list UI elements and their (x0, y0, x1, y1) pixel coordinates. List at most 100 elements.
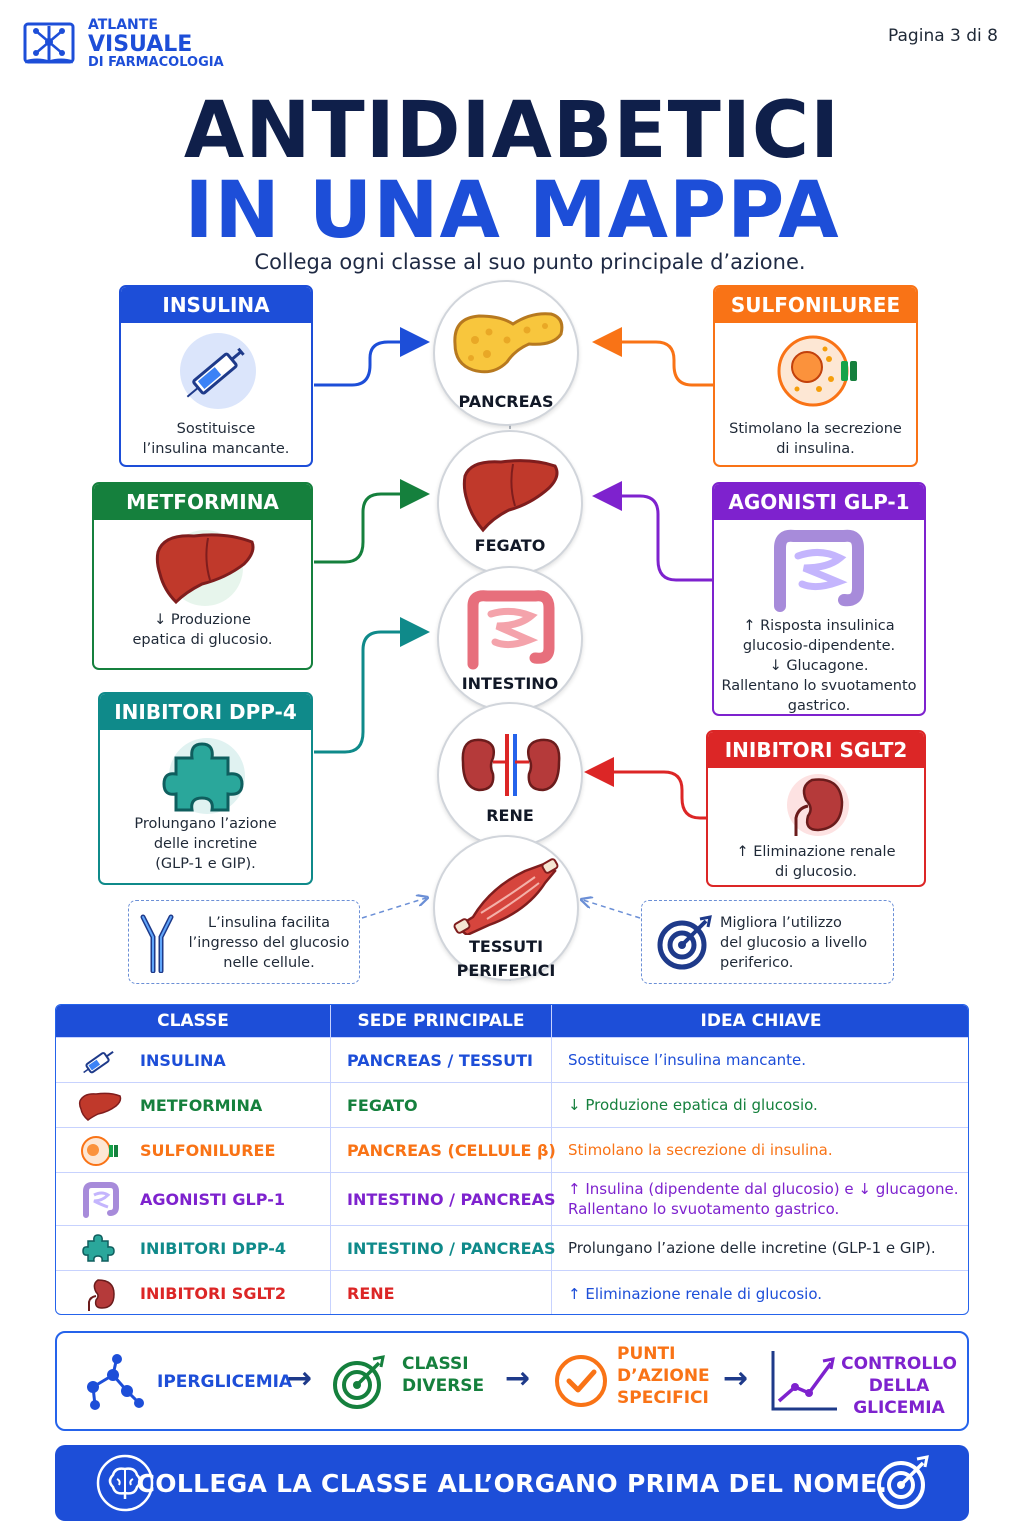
card-sulfoniluree: SULFONILUREE Stimolano la secrezione di … (713, 285, 918, 467)
page-title-line-2: IN UNA MAPPA (184, 166, 840, 256)
note-left-line-3: nelle cellule. (223, 955, 315, 971)
table-cell-classe: INSULINA (140, 1050, 226, 1070)
note-left-line-1: L’insulina facilita (207, 915, 330, 931)
page-title-line-1: ANTIDIABETICI (183, 86, 841, 176)
card-text-sulfoniluree-1: Stimolano la secrezione (729, 421, 902, 437)
puzzle-icon (82, 1234, 115, 1262)
table-cell-idea: ↓ Produzione epatica di glucosio. (568, 1096, 818, 1114)
receptor-icon (140, 914, 174, 973)
flow-step-controllo-2: DELLA GLICEMIA (853, 1376, 945, 1418)
card-text-sulfoniluree-2: di insulina. (776, 441, 855, 457)
table-row: INSULINA PANCREAS / TESSUTI Sostituisce … (56, 1037, 968, 1082)
muscle-icon (453, 858, 559, 935)
kidney-icon (88, 1279, 115, 1311)
check-circle-icon (555, 1355, 607, 1407)
card-text-glp1-2: glucosio-dipendente. (742, 638, 896, 654)
card-text-glp1-3: ↓ Glucagone. (769, 658, 869, 674)
table-cell-classe: AGONISTI GLP-1 (140, 1189, 285, 1209)
card-text-insulina-1: Sostituisce (176, 421, 256, 437)
table-cell-idea: Stimolano la secrezione di insulina. (568, 1141, 833, 1159)
intestine-icon (83, 1182, 119, 1218)
table-cell-sede: INTESTINO / PANCREAS (347, 1189, 556, 1209)
card-agonisti-glp1: AGONISTI GLP-1 ↑ Risposta insulinica glu… (712, 482, 926, 716)
syringe-icon (180, 333, 256, 409)
flow-step-controllo-1: CONTROLLO (841, 1354, 957, 1374)
table-cell-sede: PANCREAS / TESSUTI (347, 1050, 533, 1070)
brand-line-3: DI FARMACOLOGIA (88, 54, 224, 70)
table-cell-idea: ↑ Eliminazione renale di glucosio. (568, 1284, 823, 1303)
card-inibitori-sglt2: INIBITORI SGLT2 ↑ Eliminazione renale di… (706, 730, 926, 887)
organ-tessuti-periferici: TESSUTI PERIFERICI (433, 835, 579, 981)
page-subtitle: Collega ogni classe al suo punto princip… (254, 250, 806, 274)
flow-step-classi-1: CLASSI (402, 1354, 469, 1374)
flow-arrow-1: → (287, 1361, 313, 1396)
flow-step-iperglicemia: IPERGLICEMIA (157, 1372, 293, 1392)
table-cell-classe: METFORMINA (140, 1095, 263, 1115)
card-title-dpp4: INIBITORI DPP-4 (100, 694, 311, 730)
card-title-sglt2: INIBITORI SGLT2 (708, 732, 924, 768)
table-cell-idea: ↑ Insulina (dipendente dal glucosio) e ↓… (568, 1180, 959, 1218)
card-text-sglt2-1: ↑ Eliminazione renale (736, 844, 896, 860)
liver-icon (462, 459, 559, 533)
card-text-glp1-5: gastrico. (787, 698, 851, 714)
card-text-metformina-2: epatica di glucosio. (132, 632, 273, 648)
table-row: SULFONILUREE PANCREAS (CELLULE β) Stimol… (56, 1127, 968, 1172)
intestine-icon (467, 590, 555, 670)
table-cell-idea: Sostituisce l’insulina mancante. (568, 1051, 807, 1069)
card-insulina: INSULINA Sostituisce l’insulina mancante… (119, 285, 313, 467)
beta-cell-icon (81, 1136, 118, 1166)
table-row: METFORMINA FEGATO ↓ Produzione epatica d… (56, 1082, 968, 1127)
brain-icon (96, 1454, 154, 1512)
flow-step-controllo: CONTROLLO DELLA GLICEMIA (837, 1353, 961, 1419)
table-cell-sede: INTESTINO / PANCREAS (347, 1238, 556, 1258)
brand-name: ATLANTE VISUALE DI FARMACOLOGIA (88, 18, 224, 69)
organ-fegato: FEGATO (437, 430, 583, 576)
card-title-glp1: AGONISTI GLP-1 (714, 484, 924, 520)
target-icon (657, 915, 712, 970)
liver-icon (78, 1092, 122, 1121)
card-text-dpp4-2: delle incretine (153, 836, 258, 852)
trend-chart-icon (771, 1351, 837, 1411)
banner-text: COLLEGA LA CLASSE ALL’ORGANO PRIMA DEL N… (136, 1469, 888, 1498)
flow-step-punti: PUNTI D’AZIONE SPECIFICI (617, 1343, 710, 1409)
card-text-glp1-4: Rallentano lo svuotamento (721, 678, 917, 694)
pancreas-icon (453, 312, 564, 374)
card-text-metformina-1: ↓ Produzione (154, 612, 251, 628)
table-row: INIBITORI SGLT2 RENE ↑ Eliminazione rena… (56, 1270, 968, 1314)
table-row: AGONISTI GLP-1 INTESTINO / PANCREAS ↑ In… (56, 1172, 968, 1225)
organ-label-tessuti-2: PERIFERICI (456, 961, 556, 980)
puzzle-icon (162, 738, 245, 814)
note-right-line-1: Migliora l’utilizzo (720, 915, 842, 931)
organ-label-tessuti-1: TESSUTI (468, 937, 544, 956)
table-row: INIBITORI DPP-4 INTESTINO / PANCREAS Pro… (56, 1225, 968, 1270)
card-text-dpp4-1: Prolungano l’azione (134, 816, 277, 832)
target-green-icon (333, 1355, 385, 1409)
table-cell-classe: INIBITORI DPP-4 (140, 1238, 287, 1258)
organ-label-intestino: INTESTINO (461, 674, 559, 693)
organ-label-pancreas: PANCREAS (458, 392, 554, 411)
table-cell-sede: FEGATO (347, 1095, 418, 1115)
note-left-line-2: l’ingresso del glucosio (188, 935, 350, 951)
kidney-icon (787, 774, 849, 836)
table-cell-classe: INIBITORI SGLT2 (140, 1284, 287, 1303)
flow-step-punti-1: PUNTI (617, 1344, 676, 1364)
organ-label-rene: RENE (486, 806, 534, 825)
table-header-sede: SEDE PRINCIPALE (330, 1005, 551, 1037)
table-cell-idea: Prolungano l’azione delle incretine (GLP… (568, 1239, 936, 1257)
card-text-glp1-1: ↑ Risposta insulinica (743, 618, 895, 634)
organ-rene: RENE (437, 702, 583, 848)
summary-table: CLASSE SEDE PRINCIPALE IDEA CHIAVE INSUL… (55, 1004, 969, 1315)
organ-intestino: INTESTINO (437, 566, 583, 712)
card-metformina: METFORMINA ↓ Produzione epatica di gluco… (92, 482, 313, 670)
process-flow: IPERGLICEMIA → CLASSI DIVERSE → PUNTI D’… (55, 1331, 969, 1431)
molecule-icon (87, 1354, 144, 1410)
flow-arrow-3: → (723, 1361, 749, 1396)
table-cell-sede: PANCREAS (CELLULE β) (347, 1140, 556, 1160)
card-title-sulfoniluree: SULFONILUREE (715, 287, 916, 323)
page-number: Pagina 3 di 8 (888, 26, 998, 46)
table-cell-sede: RENE (347, 1284, 395, 1303)
table-header-classe: CLASSE (56, 1005, 330, 1037)
note-insulina-tessuti: L’insulina facilita l’ingresso del gluco… (128, 900, 360, 984)
kidneys-icon (461, 734, 561, 796)
flow-step-classi: CLASSI DIVERSE (402, 1353, 484, 1397)
